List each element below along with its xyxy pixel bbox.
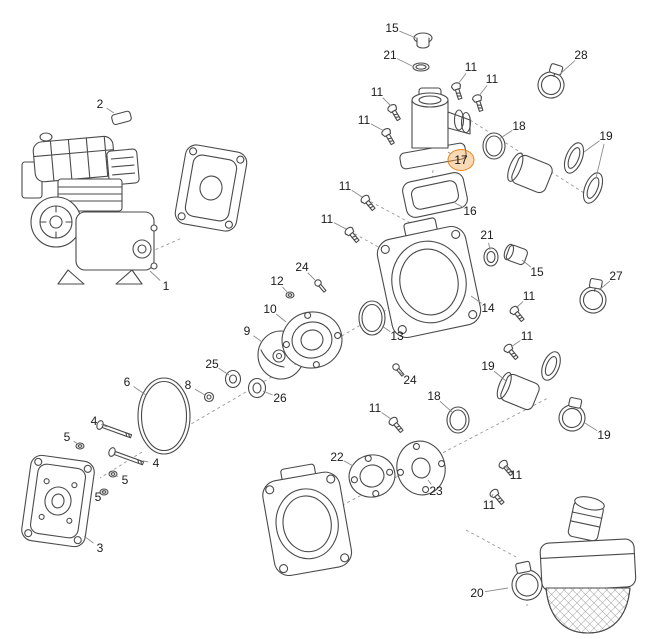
- leader-lines: [73, 30, 611, 593]
- callout-11[interactable]: 11: [368, 401, 382, 415]
- callout-11[interactable]: 11: [357, 113, 371, 127]
- part-15-cap: [413, 32, 433, 49]
- part-15-plug-lower: [503, 243, 528, 266]
- part-23-cover: [396, 440, 446, 496]
- callout-11[interactable]: 11: [370, 85, 384, 99]
- callout-11[interactable]: 11: [320, 212, 334, 226]
- callout-11[interactable]: 11: [338, 179, 352, 193]
- part-21-oring-lower: [483, 247, 499, 267]
- callout-19[interactable]: 19: [599, 129, 613, 143]
- callout-26[interactable]: 26: [273, 391, 287, 405]
- callout-15[interactable]: 15: [530, 265, 544, 279]
- callout-4[interactable]: 4: [152, 456, 160, 470]
- callout-25[interactable]: 25: [205, 357, 219, 371]
- callout-5[interactable]: 5: [94, 490, 102, 504]
- part-21-oring: [412, 62, 430, 72]
- callout-13[interactable]: 13: [390, 329, 404, 343]
- callout-11[interactable]: 11: [482, 498, 496, 512]
- part-18-oring-lower: [446, 406, 470, 434]
- callout-11[interactable]: 11: [485, 72, 499, 86]
- callout-22[interactable]: 22: [330, 450, 344, 464]
- part-22-flange: [348, 454, 396, 498]
- part-19-coupling-set-lower: [496, 351, 586, 432]
- callout-11[interactable]: 11: [522, 289, 536, 303]
- part-14-pump-housing: [376, 217, 482, 339]
- callout-11[interactable]: 11: [509, 468, 523, 482]
- part-26-seal: [247, 377, 267, 399]
- callout-27[interactable]: 27: [609, 269, 623, 283]
- callout-24[interactable]: 24: [295, 260, 309, 274]
- callout-20[interactable]: 20: [470, 586, 484, 600]
- callout-10[interactable]: 10: [263, 302, 277, 316]
- part-16-gasket: [402, 172, 468, 218]
- engine-assembly: [21, 132, 158, 285]
- callout-1[interactable]: 1: [162, 279, 170, 293]
- callout-12[interactable]: 12: [270, 274, 284, 288]
- part-28-clamp: [537, 63, 565, 99]
- part-10-cover: [281, 311, 343, 369]
- callout-19[interactable]: 19: [597, 428, 611, 442]
- callout-18[interactable]: 18: [427, 389, 441, 403]
- callout-2[interactable]: 2: [96, 97, 104, 111]
- callout-11[interactable]: 11: [520, 329, 534, 343]
- callout-18[interactable]: 18: [512, 119, 526, 133]
- callout-23[interactable]: 23: [429, 484, 443, 498]
- part-2-key: [111, 110, 132, 126]
- part-17-elbow: [399, 87, 472, 170]
- part-27-clamp: [579, 278, 607, 314]
- engine-mount-plate: [174, 144, 248, 232]
- callout-17[interactable]: 17: [447, 149, 475, 171]
- part-25-seal: [224, 369, 242, 389]
- callout-16[interactable]: 16: [463, 204, 477, 218]
- callout-5[interactable]: 5: [63, 430, 71, 444]
- part-13-oring: [358, 300, 386, 336]
- lower-pump-housing: [262, 463, 353, 577]
- callout-8[interactable]: 8: [184, 378, 192, 392]
- callout-19[interactable]: 19: [481, 359, 495, 373]
- callout-9[interactable]: 9: [243, 324, 251, 338]
- part-20-clamp: [511, 560, 543, 601]
- callout-21[interactable]: 21: [480, 228, 494, 242]
- callout-5[interactable]: 5: [121, 473, 129, 487]
- callout-28[interactable]: 28: [574, 48, 588, 62]
- callout-14[interactable]: 14: [481, 301, 495, 315]
- part-6-oring: [137, 377, 191, 455]
- part-19-coupling-set-top: [507, 142, 604, 204]
- part-3-plate: [21, 454, 95, 548]
- callout-15[interactable]: 15: [385, 21, 399, 35]
- part-18-oring: [482, 132, 506, 160]
- callout-24[interactable]: 24: [403, 373, 417, 387]
- callout-6[interactable]: 6: [123, 375, 131, 389]
- callout-4[interactable]: 4: [90, 414, 98, 428]
- callout-11[interactable]: 11: [464, 60, 478, 74]
- part-20-strainer: [511, 496, 637, 634]
- part-8-ring: [203, 391, 215, 403]
- callout-3[interactable]: 3: [96, 541, 104, 555]
- callout-21[interactable]: 21: [383, 48, 397, 62]
